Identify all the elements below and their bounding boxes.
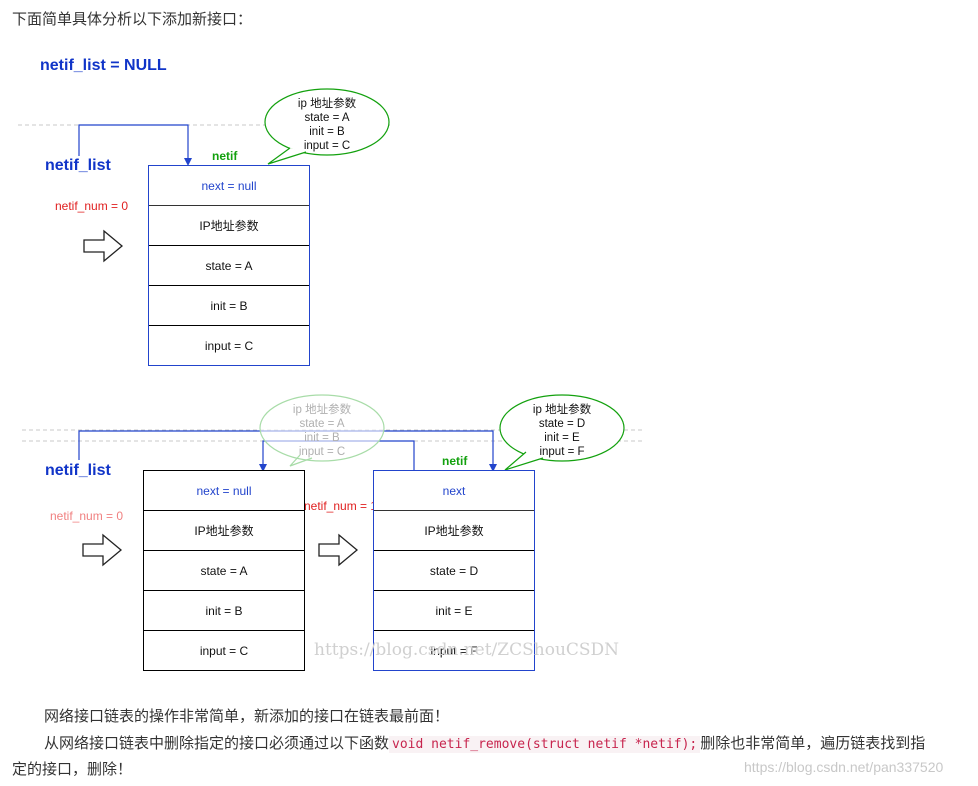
struct-cell-ip: IP地址参数 <box>144 510 304 550</box>
bubble-line: ip 地址参数 <box>532 404 592 416</box>
bubble-line: init = B <box>309 126 345 138</box>
bubble-text-faded: ip 地址参数 state = A init = B input = C <box>270 403 374 459</box>
diagram-title: netif_list = NULL <box>40 57 167 74</box>
paragraph-3: 定的接口，删除！ <box>12 760 133 778</box>
bubble-line: init = E <box>544 432 580 444</box>
struct-cell-input: input = C <box>149 325 309 365</box>
struct-cell-init: init = E <box>374 590 534 630</box>
struct-cell-init: init = B <box>144 590 304 630</box>
netif-label: netif <box>212 149 238 163</box>
hollow-arrow-icon <box>82 533 123 567</box>
netif-struct: next = null IP地址参数 state = A init = B in… <box>148 165 310 366</box>
intro-text: 下面简单具体分析以下添加新接口： <box>12 10 253 28</box>
paragraph-2-text-end: 删除也非常简单，遍历链表找到指 <box>700 734 926 752</box>
speech-bubble <box>499 394 625 471</box>
struct-cell-ip: IP地址参数 <box>374 510 534 550</box>
struct-cell-next: next <box>442 483 466 498</box>
netif-label: netif <box>442 454 468 468</box>
netif-struct-old: next = null IP地址参数 state = A init = B in… <box>143 470 305 671</box>
hollow-arrow-icon <box>83 229 124 263</box>
struct-cell-state: state = A <box>149 245 309 285</box>
list-pointer-arrowhead <box>184 158 192 166</box>
struct-cell-next: next = null <box>196 483 252 498</box>
bubble-text: ip 地址参数 state = D init = E input = F <box>510 403 614 459</box>
netif-list-label: netif_list <box>45 462 111 479</box>
struct-cell-state: state = D <box>374 550 534 590</box>
struct-cell-state: state = A <box>144 550 304 590</box>
list-pointer-arrowhead <box>489 464 497 472</box>
netif-num-label: netif_num = 0 <box>55 199 129 213</box>
list-pointer-line <box>78 124 189 160</box>
watermark-corner: https://blog.csdn.net/pan337520 <box>744 759 944 775</box>
netif-struct-new: next IP地址参数 state = D init = E input = F <box>373 470 535 671</box>
bubble-line: ip 地址参数 <box>297 98 357 110</box>
bubble-line: init = B <box>304 432 340 444</box>
struct-cell-input: input = C <box>144 630 304 670</box>
struct-cell-init: init = B <box>149 285 309 325</box>
netif-num-old-label: netif_num = 0 <box>50 509 124 523</box>
bubble-text: ip 地址参数 state = A init = B input = C <box>275 97 379 153</box>
speech-bubble <box>264 88 390 165</box>
bubble-line: input = C <box>303 140 351 152</box>
bubble-line: state = A <box>299 418 345 430</box>
code-snippet: void netif_remove(struct netif *netif); <box>389 736 701 753</box>
paragraph-2-text: 从网络接口链表中删除指定的接口必须通过以下函数 <box>44 734 390 752</box>
hollow-arrow-icon <box>318 533 359 567</box>
bubble-line: ip 地址参数 <box>292 404 352 416</box>
struct-cell-ip: IP地址参数 <box>149 205 309 245</box>
watermark-center: https://blog.csdn.net/ZCShouCSDN <box>314 640 620 660</box>
struct-cell-next: next = null <box>201 178 257 193</box>
bubble-line: state = D <box>538 418 586 430</box>
netif-num-label: netif_num = 1 <box>304 499 378 513</box>
speech-bubble-faded <box>259 394 385 467</box>
struct-cell-input: input = F <box>374 630 534 670</box>
paragraph-1: 网络接口链表的操作非常简单，新添加的接口在链表最前面！ <box>44 707 450 725</box>
netif-list-label: netif_list <box>45 157 111 174</box>
bubble-line: state = A <box>304 112 350 124</box>
bubble-line: input = F <box>539 446 585 458</box>
next-pointer-arrowhead <box>259 464 267 472</box>
bubble-line: input = C <box>298 446 346 458</box>
